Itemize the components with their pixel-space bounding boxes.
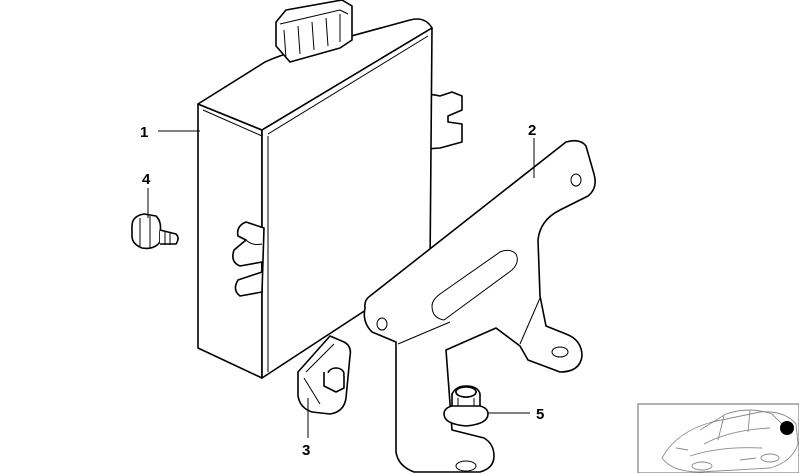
car-outline-icon <box>661 409 799 473</box>
vehicle-location-thumbnail[interactable] <box>637 403 799 473</box>
callout-5: 5 <box>536 406 544 423</box>
callout-4: 4 <box>142 171 151 188</box>
nut-stud[interactable] <box>443 385 489 427</box>
clip-nut[interactable] <box>297 335 352 415</box>
location-marker-icon <box>780 421 794 435</box>
mounting-bracket[interactable] <box>363 139 596 473</box>
callout-2: 2 <box>528 122 536 139</box>
callout-3: 3 <box>302 442 310 459</box>
callout-1: 1 <box>140 124 148 141</box>
hex-screw[interactable] <box>131 213 179 250</box>
